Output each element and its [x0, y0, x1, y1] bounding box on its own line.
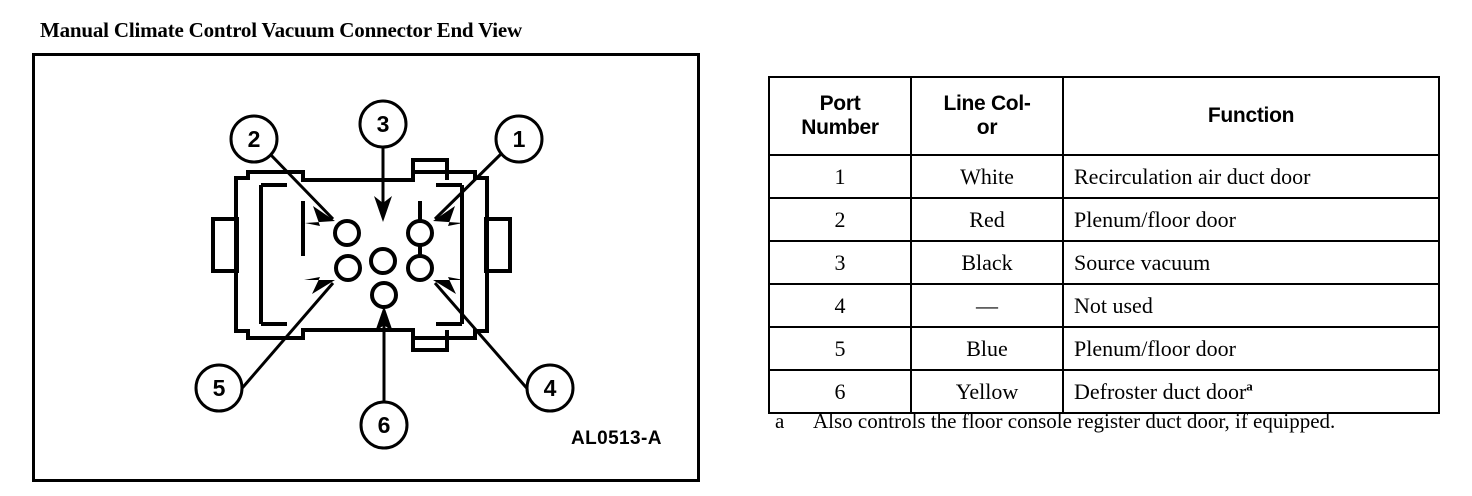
cell-function-text: Plenum/floor door	[1074, 206, 1236, 232]
cell-line-color: Yellow	[910, 369, 1064, 414]
callout-bubbles: 2 3 1 5 6 4	[194, 99, 575, 450]
callout-label-4: 4	[544, 375, 557, 401]
connector-inner-cavity	[259, 183, 464, 326]
callout-4: 4	[525, 363, 575, 413]
cell-line-color: Red	[910, 197, 1064, 242]
callout-6: 6	[359, 400, 409, 450]
callout-label-5: 5	[213, 375, 226, 401]
port-hole-top-right	[406, 219, 434, 247]
column-header-port-number-line2: Number	[801, 116, 879, 139]
table-row: 2 Red Plenum/floor door	[768, 197, 1440, 242]
connector-guide-rails	[301, 201, 422, 256]
callout-3: 3	[358, 99, 408, 149]
table-header-row: Port Number Line Col- or Function	[768, 76, 1440, 156]
cell-function-text: Not used	[1074, 292, 1153, 318]
cell-function-text: Defroster duct door	[1074, 378, 1247, 404]
cell-line-color: Black	[910, 240, 1064, 285]
table-header: Port Number Line Col- or Function	[768, 76, 1440, 156]
leader-line-2	[267, 151, 335, 221]
leader-line-5	[229, 282, 335, 402]
page-title: Manual Climate Control Vacuum Connector …	[40, 18, 522, 42]
footnote-marker: a	[1246, 378, 1253, 394]
callout-leader-lines	[229, 136, 540, 424]
callout-label-6: 6	[378, 412, 391, 438]
port-hole-mid-left	[334, 254, 362, 282]
port-function-table-container: Port Number Line Col- or Function 1 Whit…	[768, 76, 1440, 414]
column-header-port-number: Port Number	[768, 76, 912, 156]
leader-line-1	[433, 151, 504, 221]
port-hole-bottom-center	[370, 281, 398, 309]
table-row: 3 Black Source vacuum	[768, 240, 1440, 285]
cell-port-number: 5	[768, 326, 912, 371]
port-hole-top-left	[333, 219, 361, 247]
table-row: 4 — Not used	[768, 283, 1440, 328]
callout-arrowheads	[304, 196, 464, 332]
cell-line-color: —	[910, 283, 1064, 328]
cell-function: Not used	[1062, 283, 1440, 328]
callout-label-2: 2	[248, 126, 261, 152]
arrowhead-6	[375, 306, 393, 332]
arrowhead-5	[304, 277, 335, 294]
port-hole-mid-right	[406, 254, 434, 282]
column-header-line-color-line1: Line Col-	[943, 92, 1031, 116]
connector-figure-panel: 2 3 1 5 6 4 AL0513-A	[32, 53, 700, 482]
footnote-id: a	[775, 409, 785, 433]
cell-function: Recirculation air duct door	[1062, 154, 1440, 199]
cell-port-number: 6	[768, 369, 912, 414]
vacuum-port-holes	[333, 219, 434, 309]
table-row: 6 Yellow Defroster duct doora	[768, 369, 1440, 414]
connector-body-outline	[234, 158, 489, 352]
cell-function-text: Recirculation air duct door	[1074, 163, 1311, 189]
column-header-line-color: Line Col- or	[910, 76, 1064, 156]
cell-port-number: 1	[768, 154, 912, 199]
callout-label-1: 1	[513, 126, 526, 152]
cell-line-color: Blue	[910, 326, 1064, 371]
table-row: 5 Blue Plenum/floor door	[768, 326, 1440, 371]
arrowhead-3	[374, 196, 392, 222]
column-header-port-number-line1: Port	[819, 92, 861, 116]
arrowhead-4	[433, 277, 464, 294]
cell-function-text: Plenum/floor door	[1074, 335, 1236, 361]
table-row: 1 White Recirculation air duct door	[768, 154, 1440, 199]
connector-side-tabs	[211, 217, 512, 273]
leader-line-4	[433, 282, 540, 402]
port-hole-center-middle	[369, 247, 397, 275]
part-number-label: AL0513-A	[571, 428, 662, 449]
arrowhead-1	[433, 206, 463, 226]
cell-line-color: White	[910, 154, 1064, 199]
column-header-function: Function	[1062, 76, 1440, 156]
callout-5: 5	[194, 363, 244, 413]
cell-port-number: 2	[768, 197, 912, 242]
cell-function-text: Source vacuum	[1074, 249, 1211, 275]
cell-function: Plenum/floor door	[1062, 197, 1440, 242]
footnote-text: Also controls the floor console register…	[813, 409, 1336, 433]
cell-port-number: 3	[768, 240, 912, 285]
cell-function: Plenum/floor door	[1062, 326, 1440, 371]
cell-port-number: 4	[768, 283, 912, 328]
callout-label-3: 3	[377, 111, 390, 137]
arrowhead-2	[305, 206, 335, 226]
column-header-line-color-line2: or	[976, 116, 998, 139]
table-footnote: a Also controls the floor console regist…	[775, 408, 1435, 436]
table-body: 1 White Recirculation air duct door 2 Re…	[768, 154, 1440, 414]
port-function-table: Port Number Line Col- or Function 1 Whit…	[768, 76, 1440, 414]
cell-function: Source vacuum	[1062, 240, 1440, 285]
cell-function: Defroster duct doora	[1062, 369, 1440, 414]
connector-end-view-diagram: 2 3 1 5 6 4	[194, 99, 575, 450]
callout-1: 1	[494, 114, 544, 164]
callout-2: 2	[229, 114, 279, 164]
